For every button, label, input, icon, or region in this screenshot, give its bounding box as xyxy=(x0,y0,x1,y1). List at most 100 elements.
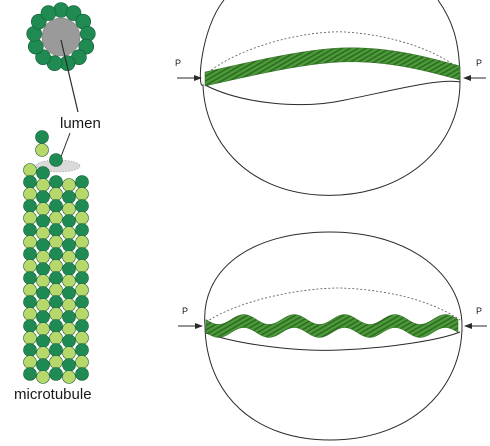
microtubule-cross-section xyxy=(27,3,96,71)
beta-tubulin xyxy=(76,236,89,249)
beta-tubulin xyxy=(63,179,76,192)
beta-tubulin xyxy=(50,332,63,345)
beta-tubulin xyxy=(24,260,37,273)
beta-tubulin xyxy=(24,332,37,345)
alpha-tubulin xyxy=(76,272,89,285)
beta-tubulin xyxy=(24,164,37,177)
beta-tubulin xyxy=(76,308,89,321)
beta-tubulin xyxy=(24,236,37,249)
alpha-tubulin xyxy=(37,239,50,252)
alpha-tubulin xyxy=(24,272,37,285)
alpha-tubulin xyxy=(37,359,50,372)
alpha-tubulin xyxy=(63,263,76,276)
protruding-subunit xyxy=(36,131,49,144)
beta-tubulin xyxy=(24,356,37,369)
beta-tubulin xyxy=(24,212,37,225)
beta-tubulin xyxy=(37,275,50,288)
beta-tubulin xyxy=(50,356,63,369)
beta-tubulin xyxy=(63,275,76,288)
alpha-tubulin xyxy=(50,248,63,261)
alpha-tubulin xyxy=(63,335,76,348)
cell-equator-front-top xyxy=(205,81,460,104)
alpha-tubulin xyxy=(37,311,50,324)
beta-tubulin xyxy=(37,179,50,192)
force-label-right-bottom: P xyxy=(476,306,482,316)
beta-tubulin xyxy=(50,284,63,297)
cell-panel-bottom: P P xyxy=(178,232,487,440)
alpha-tubulin xyxy=(50,344,63,357)
alpha-tubulin xyxy=(50,224,63,237)
beta-tubulin xyxy=(76,188,89,201)
alpha-tubulin xyxy=(24,248,37,261)
beta-tubulin xyxy=(37,323,50,336)
alpha-tubulin xyxy=(76,176,89,189)
alpha-tubulin xyxy=(24,176,37,189)
lumen-core xyxy=(42,18,80,56)
alpha-tubulin xyxy=(37,167,50,180)
alpha-tubulin xyxy=(63,311,76,324)
beta-tubulin xyxy=(24,284,37,297)
alpha-tubulin xyxy=(24,344,37,357)
alpha-tubulin xyxy=(76,296,89,309)
beta-tubulin xyxy=(37,299,50,312)
beta-tubulin xyxy=(50,260,63,273)
microtubule-band-arched xyxy=(205,48,460,86)
alpha-tubulin xyxy=(37,335,50,348)
beta-tubulin xyxy=(63,323,76,336)
beta-tubulin xyxy=(37,347,50,360)
beta-tubulin xyxy=(76,260,89,273)
alpha-tubulin xyxy=(50,272,63,285)
alpha-tubulin xyxy=(76,320,89,333)
beta-tubulin xyxy=(50,212,63,225)
protruding-subunit xyxy=(36,144,49,157)
beta-tubulin xyxy=(24,188,37,201)
alpha-tubulin xyxy=(50,296,63,309)
beta-tubulin xyxy=(37,251,50,264)
beta-tubulin xyxy=(63,251,76,264)
beta-tubulin xyxy=(76,284,89,297)
alpha-tubulin xyxy=(24,368,37,381)
alpha-tubulin xyxy=(37,191,50,204)
alpha-tubulin xyxy=(37,287,50,300)
beta-tubulin xyxy=(37,371,50,384)
alpha-tubulin xyxy=(50,320,63,333)
alpha-tubulin xyxy=(37,263,50,276)
ring-subunit xyxy=(41,6,56,21)
alpha-tubulin xyxy=(76,224,89,237)
alpha-tubulin xyxy=(50,200,63,213)
beta-tubulin xyxy=(63,227,76,240)
force-label-left-top: P xyxy=(175,58,181,68)
alpha-tubulin xyxy=(50,176,63,189)
beta-tubulin xyxy=(50,236,63,249)
alpha-tubulin xyxy=(63,191,76,204)
beta-tubulin xyxy=(63,203,76,216)
beta-tubulin xyxy=(63,347,76,360)
beta-tubulin xyxy=(76,356,89,369)
alpha-tubulin xyxy=(76,344,89,357)
alpha-tubulin xyxy=(76,200,89,213)
protruding-subunit xyxy=(50,154,63,167)
alpha-tubulin xyxy=(63,287,76,300)
microtubule-label: microtubule xyxy=(14,386,92,403)
alpha-tubulin xyxy=(37,215,50,228)
beta-tubulin xyxy=(37,227,50,240)
beta-tubulin xyxy=(63,299,76,312)
lumen-label: lumen xyxy=(60,115,101,132)
alpha-tubulin xyxy=(24,320,37,333)
beta-tubulin xyxy=(50,188,63,201)
beta-tubulin xyxy=(24,308,37,321)
alpha-tubulin xyxy=(63,359,76,372)
alpha-tubulin xyxy=(50,368,63,381)
microtubule-tube xyxy=(24,131,89,384)
beta-tubulin xyxy=(37,203,50,216)
microtubule-band-wavy xyxy=(206,315,458,338)
alpha-tubulin xyxy=(76,248,89,261)
alpha-tubulin xyxy=(24,224,37,237)
alpha-tubulin xyxy=(76,368,89,381)
alpha-tubulin xyxy=(24,200,37,213)
alpha-tubulin xyxy=(63,215,76,228)
beta-tubulin xyxy=(63,371,76,384)
force-label-left-bottom: P xyxy=(182,306,188,316)
cell-panel-top: P P xyxy=(175,0,486,195)
